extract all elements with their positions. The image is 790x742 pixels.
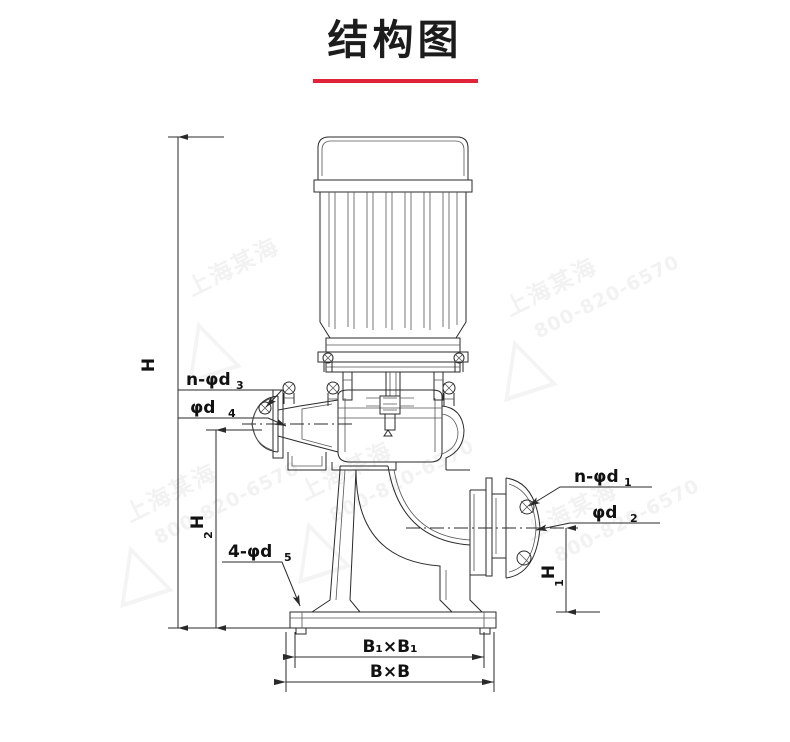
leader-suction-bolts: n-φd 3 (178, 370, 284, 408)
dimension-label-H: H (139, 358, 159, 372)
casing-side-bolt-left (326, 381, 340, 406)
label-n-phi-d3: n-φd (186, 370, 231, 390)
dimension-base-inner: B₁×B₁ (283, 632, 485, 668)
leader-discharge-bolts: n-φd 1 (528, 467, 652, 507)
label-B1xB1: B₁×B₁ (362, 637, 417, 657)
dimension-label-H2-base: H (188, 515, 208, 529)
label-phi-d4-sub: 4 (228, 407, 236, 420)
label-n-phi-d1: n-φd (574, 467, 619, 487)
title-block: 结构图 (0, 14, 790, 83)
label-4-phi-d5: 4-φd (228, 542, 272, 562)
dimension-h2: H 2 (188, 427, 262, 631)
pump-casing (337, 389, 443, 463)
dimension-label-H2-sub: 2 (202, 531, 215, 539)
dimension-base-outer: B×B (274, 632, 495, 692)
leader-suction-diameter: φd 4 (178, 398, 287, 427)
support-stand (289, 462, 497, 635)
leader-base-bolts: 4-φd 5 (222, 542, 301, 607)
discharge-elbow (355, 465, 578, 598)
dimension-overall-height: H (139, 134, 290, 631)
dimension-label-H1-base: H (539, 565, 559, 579)
page-title: 结构图 (327, 16, 463, 64)
suction-inlet-assembly (242, 381, 352, 471)
label-n-phi-d1-sub: 1 (624, 476, 632, 489)
discharge-bolt-symbol-lower (516, 550, 532, 566)
casing-side-bolt-right (442, 381, 456, 406)
suction-flange-bolt (282, 381, 296, 404)
motor-lower-flange (317, 351, 469, 373)
motor-fin-body (319, 191, 467, 353)
leader-discharge-diameter: φd 2 (535, 503, 660, 532)
casing-right-return-pipe (441, 405, 470, 471)
dimension-label-H1-sub: 1 (553, 579, 566, 587)
motor-cooling-fins (328, 192, 458, 330)
dimension-h1: H 1 (539, 525, 600, 615)
motor-flange-bolt-left (322, 352, 334, 372)
label-4-phi-d5-sub: 5 (284, 551, 292, 564)
label-n-phi-d3-sub: 3 (236, 379, 244, 392)
label-phi-d2-sub: 2 (630, 512, 638, 525)
title-underline (312, 79, 478, 83)
label-phi-d4: φd (190, 398, 215, 418)
label-BxB: B×B (370, 662, 410, 682)
motor-top-cap (313, 136, 473, 193)
motor-flange-bolt-right (453, 352, 465, 372)
label-phi-d2: φd (592, 503, 617, 523)
